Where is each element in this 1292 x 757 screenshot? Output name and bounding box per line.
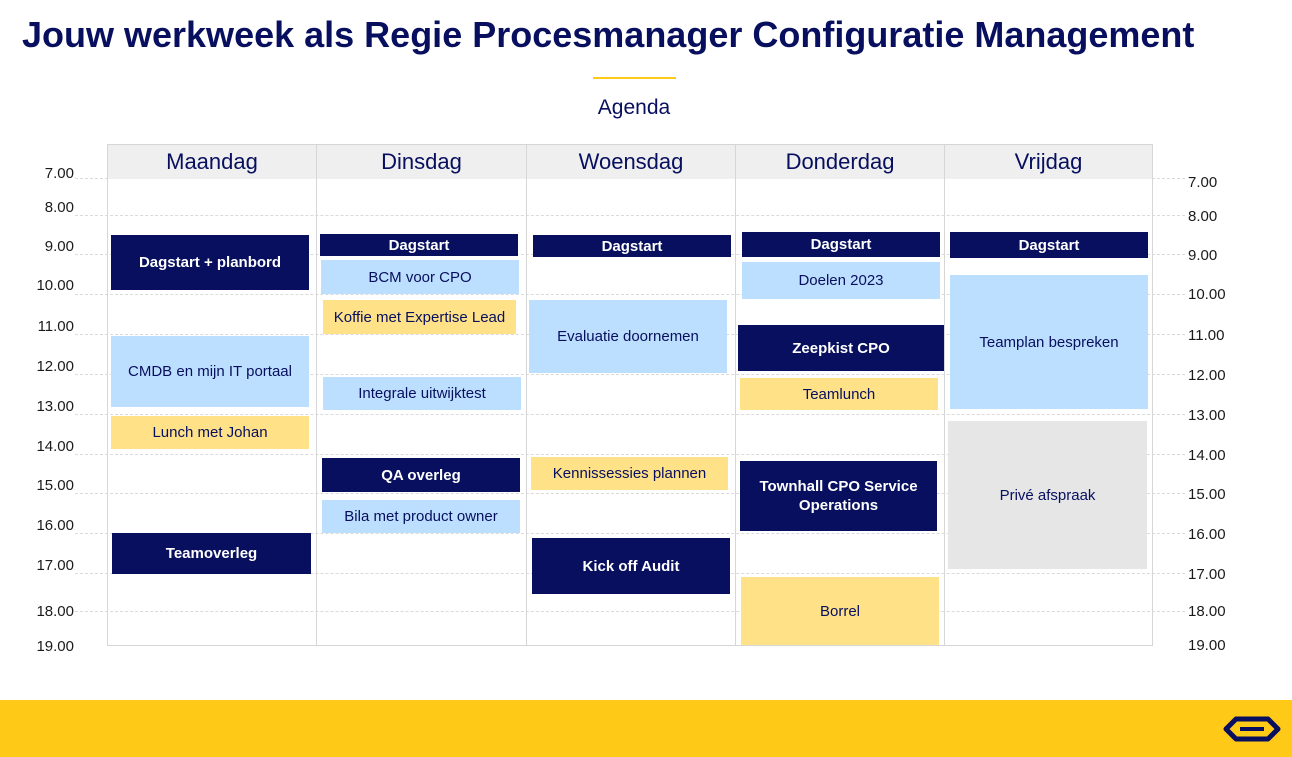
event-zeepkist-cpo[interactable]: Zeepkist CPO <box>738 325 944 371</box>
time-label: 7.00 <box>44 165 74 182</box>
column-separator <box>526 145 527 645</box>
time-label: 11.00 <box>37 318 74 335</box>
ns-logo-icon <box>1223 716 1281 742</box>
event-dagstart[interactable]: Dagstart <box>742 232 940 257</box>
time-label: 19.00 <box>36 638 74 655</box>
time-label: 10.00 <box>36 277 74 294</box>
time-label: 12.00 <box>36 358 74 375</box>
event-teamoverleg[interactable]: Teamoverleg <box>112 533 311 574</box>
event-bcm-voor-cpo[interactable]: BCM voor CPO <box>321 260 519 294</box>
calendar-grid <box>107 144 1153 646</box>
time-label: 18.00 <box>1188 603 1226 620</box>
day-header-woensdag: Woensdag <box>578 149 684 174</box>
day-header-band <box>108 145 1152 179</box>
time-label: 10.00 <box>1188 286 1226 303</box>
time-label: 16.00 <box>1188 526 1226 543</box>
event-kick-off-audit[interactable]: Kick off Audit <box>532 538 730 594</box>
event-townhall-cpo-service-operations[interactable]: Townhall CPO Service Operations <box>740 461 937 531</box>
event-teamlunch[interactable]: Teamlunch <box>740 378 938 410</box>
time-label: 15.00 <box>36 477 74 494</box>
footer-band <box>0 700 1292 757</box>
event-dagstart[interactable]: Dagstart <box>320 234 518 256</box>
time-label: 13.00 <box>36 398 74 415</box>
day-header-maandag: Maandag <box>166 149 258 174</box>
day-header-donderdag: Donderdag <box>785 149 895 174</box>
event-kennissessies-plannen[interactable]: Kennissessies plannen <box>531 457 728 490</box>
event-dagstart[interactable]: Dagstart <box>533 235 731 257</box>
time-label: 11.00 <box>1188 327 1225 344</box>
day-header-vrijdag: Vrijdag <box>1014 149 1083 174</box>
time-label: 14.00 <box>36 438 74 455</box>
title-underline <box>593 77 676 79</box>
time-label: 8.00 <box>44 199 74 216</box>
column-separator <box>316 145 317 645</box>
event-dagstart-planbord[interactable]: Dagstart + planbord <box>111 235 309 290</box>
time-label: 9.00 <box>1188 247 1218 264</box>
event-koffie-expertise-lead[interactable]: Koffie met Expertise Lead <box>323 300 516 334</box>
day-header-dinsdag: Dinsdag <box>381 149 462 174</box>
agenda-subtitle: Agenda <box>597 96 671 119</box>
event-evaluatie-doornemen[interactable]: Evaluatie doornemen <box>529 300 727 373</box>
event-qa-overleg[interactable]: QA overleg <box>322 458 520 492</box>
time-label: 16.00 <box>36 517 74 534</box>
event-dagstart[interactable]: Dagstart <box>950 232 1148 258</box>
column-separator <box>735 145 736 645</box>
time-label: 12.00 <box>1188 367 1226 384</box>
time-label: 18.00 <box>36 603 74 620</box>
event-cmdb-it-portaal[interactable]: CMDB en mijn IT portaal <box>111 336 309 407</box>
event-bila-product-owner[interactable]: Bila met product owner <box>322 500 520 533</box>
time-label: 13.00 <box>1188 407 1226 424</box>
event-integrale-uitwijktest[interactable]: Integrale uitwijktest <box>323 377 521 410</box>
time-label: 17.00 <box>36 557 74 574</box>
event-prive-afspraak[interactable]: Privé afspraak <box>948 421 1147 569</box>
time-label: 17.00 <box>1188 566 1226 583</box>
time-label: 14.00 <box>1188 447 1226 464</box>
time-label: 19.00 <box>1188 637 1226 654</box>
event-borrel[interactable]: Borrel <box>741 577 939 645</box>
column-separator <box>944 145 945 645</box>
event-doelen-2023[interactable]: Doelen 2023 <box>742 262 940 299</box>
time-label: 7.00 <box>1188 174 1218 191</box>
event-lunch-met-johan[interactable]: Lunch met Johan <box>111 416 309 449</box>
event-teamplan-bespreken[interactable]: Teamplan bespreken <box>950 275 1148 409</box>
time-label: 9.00 <box>44 238 74 255</box>
time-label: 8.00 <box>1188 208 1218 225</box>
time-label: 15.00 <box>1188 486 1226 503</box>
page-title: Jouw werkweek als Regie Procesmanager Co… <box>22 14 1195 55</box>
